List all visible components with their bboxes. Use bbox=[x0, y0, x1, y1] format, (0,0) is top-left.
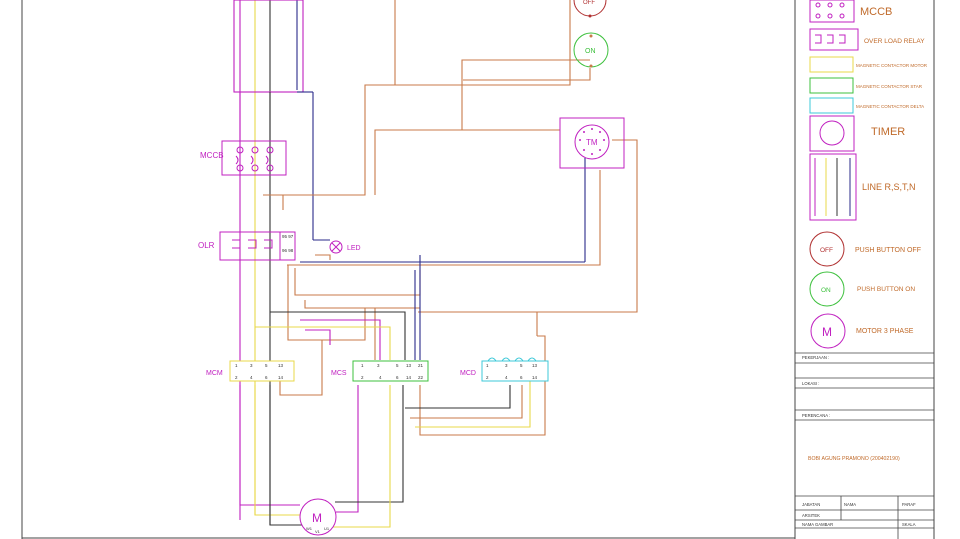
mcm-top-13: 13 bbox=[278, 363, 284, 368]
mccb-label: MCCB bbox=[200, 151, 224, 160]
mcs-label: MCS bbox=[331, 370, 347, 377]
push-button-on: ON bbox=[573, 32, 609, 68]
legend-timer: TIMER bbox=[871, 126, 905, 138]
legend-line-symbol bbox=[809, 153, 857, 221]
mcm-bot-6: 6 bbox=[265, 375, 268, 380]
led-indicator: LED bbox=[329, 240, 361, 254]
olr-label: OLR bbox=[198, 241, 215, 250]
mcs-top-13: 13 bbox=[406, 363, 412, 368]
mcm-top-3: 3 bbox=[250, 363, 253, 368]
mcd-top-3: 3 bbox=[505, 363, 508, 368]
tb-nama: NAMA bbox=[844, 502, 856, 507]
mcm-bot-4: 4 bbox=[250, 375, 253, 380]
title-block-text: PEKERJAAN : LOKASI : PERENCANA : BOBI AG… bbox=[802, 355, 916, 527]
mcm-bot-14: 14 bbox=[278, 375, 284, 380]
mcd-label: MCD bbox=[460, 370, 476, 377]
push-button-off-text: OFF bbox=[583, 0, 595, 6]
timer-label: TM bbox=[586, 138, 598, 147]
motor-terminal-w1: W1 bbox=[306, 526, 313, 531]
legend-push-off-text: OFF bbox=[820, 247, 833, 254]
legend-motor: MOTOR 3 PHASE bbox=[856, 328, 914, 335]
tb-paraf: PARAF bbox=[902, 502, 916, 507]
tb-perencana: PERENCANA : bbox=[802, 413, 830, 418]
legend-motor-symbol bbox=[810, 313, 846, 349]
legend-mcs-symbol bbox=[809, 77, 854, 94]
motor-terminal-v1: V1 bbox=[315, 529, 321, 534]
timer-block: TM bbox=[559, 117, 625, 169]
mcs-bot-2: 2 bbox=[361, 375, 364, 380]
push-button-on-text: ON bbox=[585, 48, 596, 55]
contactor-mcd: MCD 1 3 5 13 2 4 6 14 bbox=[460, 357, 549, 382]
mcd-bot-14: 14 bbox=[532, 375, 538, 380]
mcm-bot-2: 2 bbox=[235, 375, 238, 380]
legend-mccb: MCCB bbox=[860, 6, 892, 18]
legend-mcm-symbol bbox=[809, 56, 854, 73]
mcs-bot-14: 14 bbox=[406, 375, 412, 380]
contactor-mcs: MCS 1 3 5 13 21 2 4 6 14 22 bbox=[331, 360, 429, 382]
legend-mccb-symbol bbox=[809, 0, 855, 23]
mcd-bot-2: 2 bbox=[486, 375, 489, 380]
tb-nama-gambar: NAMA GAMBAR bbox=[802, 522, 833, 527]
legend-mcd: MAGNETIC CONTACTOR DELTA bbox=[856, 104, 924, 109]
mcd-bot-4: 4 bbox=[505, 375, 508, 380]
mcm-label: MCM bbox=[206, 370, 223, 377]
mcd-top-1: 1 bbox=[486, 363, 489, 368]
mcs-top-1: 1 bbox=[361, 363, 364, 368]
mcm-top-1: 1 bbox=[235, 363, 238, 368]
motor-3-phase: M W1 V1 U1 bbox=[299, 498, 337, 536]
led-label: LED bbox=[347, 245, 361, 252]
mcs-bot-6: 6 bbox=[396, 375, 399, 380]
mcd-bot-6: 6 bbox=[520, 375, 523, 380]
tb-arsitek: ARSITEK bbox=[802, 513, 820, 518]
tb-pekerjaan: PEKERJAAN : bbox=[802, 355, 829, 360]
mcs-top-3: 3 bbox=[377, 363, 380, 368]
mcs-bot-4: 4 bbox=[379, 375, 382, 380]
legend: MCCB OVER LOAD RELAY MAGNETIC CONTACTOR … bbox=[809, 0, 928, 349]
mcs-top-21: 21 bbox=[418, 363, 424, 368]
legend-mcm: MAGNETIC CONTACTOR MOTOR bbox=[856, 63, 928, 68]
legend-timer-symbol bbox=[809, 115, 855, 152]
legend-push-on-symbol bbox=[809, 271, 845, 307]
legend-mcs: MAGNETIC CONTACTOR STAR bbox=[856, 84, 923, 89]
legend-push-off-symbol bbox=[809, 231, 845, 267]
legend-olr: OVER LOAD RELAY bbox=[864, 38, 925, 45]
motor-label: M bbox=[312, 511, 322, 525]
tb-designer: BOBI AGUNG PRAMONO (200402190) bbox=[808, 456, 900, 462]
drawing-frame bbox=[21, 0, 935, 539]
legend-line: LINE R,S,T,N bbox=[862, 182, 916, 192]
olr-contacts-bottom: 96 98 bbox=[282, 248, 294, 253]
olr-contacts-top: 95 97 bbox=[282, 234, 294, 239]
tb-jabatan: JABATAN bbox=[802, 502, 820, 507]
mcs-top-5: 5 bbox=[396, 363, 399, 368]
mcm-top-5: 5 bbox=[265, 363, 268, 368]
mcs-bot-22: 22 bbox=[418, 375, 424, 380]
mccb-block: MCCB bbox=[200, 140, 287, 176]
contactor-mcm: MCM 1 3 5 13 2 4 6 14 bbox=[206, 360, 295, 382]
mcd-top-13: 13 bbox=[532, 363, 538, 368]
title-block bbox=[795, 352, 934, 539]
push-button-off: OFF bbox=[573, 0, 607, 18]
tb-skala: SKALA bbox=[902, 522, 916, 527]
legend-push-on-text: ON bbox=[821, 287, 831, 294]
motor-terminal-u1: U1 bbox=[324, 526, 330, 531]
legend-push-on: PUSH BUTTON ON bbox=[857, 286, 915, 293]
mcd-top-5: 5 bbox=[520, 363, 523, 368]
tb-lokasi: LOKASI : bbox=[802, 381, 819, 386]
legend-olr-symbol bbox=[809, 28, 859, 51]
wires bbox=[233, 0, 638, 528]
legend-motor-text: M bbox=[822, 325, 832, 339]
legend-mcd-symbol bbox=[809, 97, 854, 114]
legend-push-off: PUSH BUTTON OFF bbox=[855, 247, 921, 254]
overload-relay-block: OLR 95 97 96 98 bbox=[198, 231, 296, 261]
